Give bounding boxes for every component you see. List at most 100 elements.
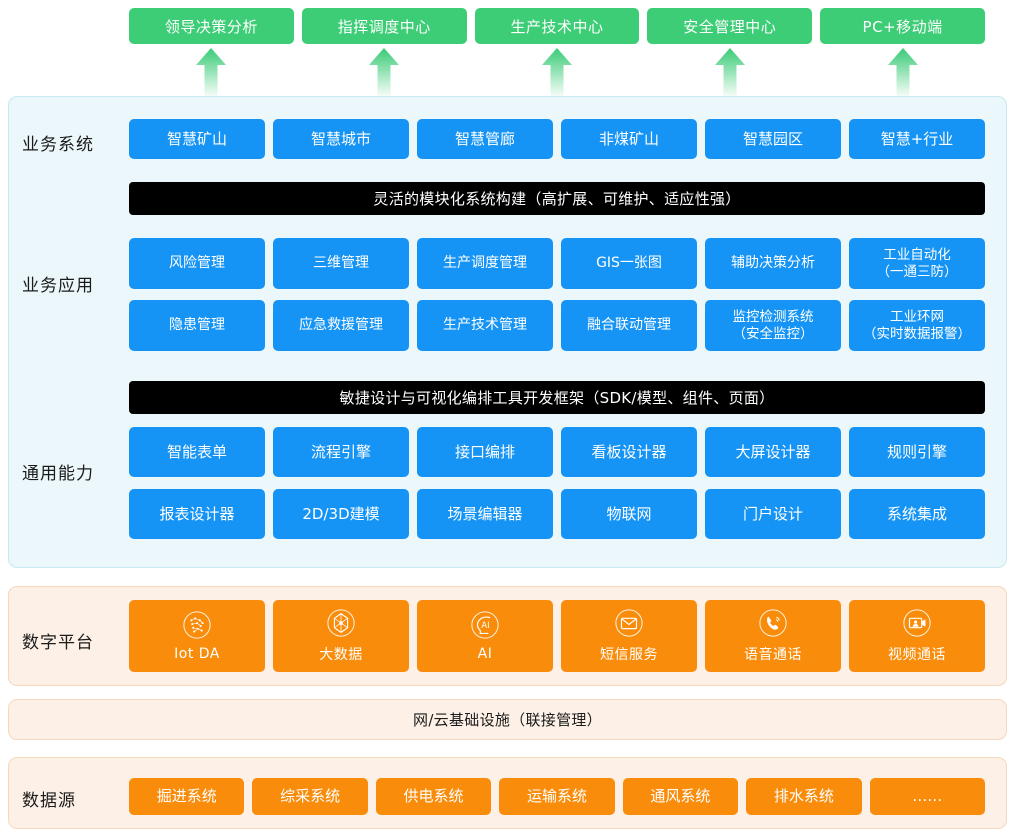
top-button-2[interactable]: 生产技术中心 <box>474 8 640 44</box>
digital-platform-label: Iot DA <box>174 646 220 662</box>
business-application-item-0[interactable]: 风险管理 <box>129 238 265 289</box>
digital-platform-item-video-call[interactable]: 视频通话 <box>849 600 985 672</box>
data-source-item-3[interactable]: 运输系统 <box>499 778 615 815</box>
digital-platform-label: 视频通话 <box>888 647 946 663</box>
polyhedron-bigdata-icon <box>327 609 355 637</box>
general-capability-row-2: 报表设计器 2D/3D建模 场景编辑器 物联网 门户设计 系统集成 <box>129 489 985 539</box>
data-source-item-0[interactable]: 掘进系统 <box>129 778 245 815</box>
up-arrow-icon <box>541 48 572 96</box>
row-label-digital-platform: 数字平台 <box>22 633 94 653</box>
business-application-item-10[interactable]: 监控检测系统 （安全监控） <box>705 300 841 351</box>
digital-platform-item-ai[interactable]: AI AI <box>417 600 553 672</box>
arrow-cell-3 <box>647 46 812 96</box>
cell-line-1: 应急救援管理 <box>299 316 383 333</box>
row-label-general-capability: 通用能力 <box>22 464 94 484</box>
business-application-item-5[interactable]: 工业自动化 （一通三防） <box>849 238 985 289</box>
top-consumer-buttons: 领导决策分析 指挥调度中心 生产技术中心 安全管理中心 PC+移动端 <box>129 8 985 44</box>
business-application-item-6[interactable]: 隐患管理 <box>129 300 265 351</box>
general-capability-item-10[interactable]: 门户设计 <box>705 489 841 539</box>
general-capability-item-7[interactable]: 2D/3D建模 <box>273 489 409 539</box>
arrow-cell-1 <box>302 46 467 96</box>
digital-platform-label: 大数据 <box>319 647 363 663</box>
up-arrow-icon <box>369 48 400 96</box>
top-button-1[interactable]: 指挥调度中心 <box>301 8 467 44</box>
business-system-item-3[interactable]: 非煤矿山 <box>561 119 697 159</box>
cell-line-1: 生产调度管理 <box>443 254 527 271</box>
data-source-item-4[interactable]: 通风系统 <box>622 778 739 815</box>
cell-line-2: （安全监控） <box>732 325 814 342</box>
general-capability-item-11[interactable]: 系统集成 <box>849 489 985 539</box>
digital-platform-label: 短信服务 <box>600 647 658 663</box>
data-source-item-2[interactable]: 供电系统 <box>375 778 492 815</box>
cell-line-2: （实时数据报警） <box>863 325 971 342</box>
svg-text:AI: AI <box>481 620 489 630</box>
framework-bar-agile-design: 敏捷设计与可视化编排工具开发框架（SDK/模型、组件、页面） <box>129 381 985 414</box>
upward-arrows-group <box>129 46 985 96</box>
row-label-business-application: 业务应用 <box>22 276 94 296</box>
network-infrastructure-panel: 网/云基础设施（联接管理） <box>8 699 1007 740</box>
top-button-4[interactable]: PC+移动端 <box>820 8 985 44</box>
up-arrow-icon <box>196 48 227 96</box>
general-capability-item-9[interactable]: 物联网 <box>561 489 697 539</box>
arrow-cell-4 <box>820 46 985 96</box>
envelope-icon <box>615 609 643 637</box>
digital-platform-item-iot-da[interactable]: Iot DA <box>129 600 265 672</box>
general-capability-item-0[interactable]: 智能表单 <box>129 427 265 477</box>
business-system-item-4[interactable]: 智慧园区 <box>705 119 841 159</box>
framework-bar-modular-system: 灵活的模块化系统构建（高扩展、可维护、适应性强） <box>129 182 985 215</box>
business-application-item-2[interactable]: 生产调度管理 <box>417 238 553 289</box>
business-system-item-2[interactable]: 智慧管廊 <box>417 119 553 159</box>
digital-platform-label: AI <box>477 646 493 662</box>
row-label-data-source: 数据源 <box>22 791 76 811</box>
business-system-item-0[interactable]: 智慧矿山 <box>129 119 265 159</box>
business-application-item-4[interactable]: 辅助决策分析 <box>705 238 841 289</box>
row-label-business-system: 业务系统 <box>22 135 94 155</box>
business-application-item-7[interactable]: 应急救援管理 <box>273 300 409 351</box>
cell-line-1: 三维管理 <box>313 254 369 271</box>
iot-network-icon <box>183 611 211 639</box>
data-source-item-1[interactable]: 综采系统 <box>252 778 368 815</box>
business-system-item-1[interactable]: 智慧城市 <box>273 119 409 159</box>
cell-line-1: 辅助决策分析 <box>731 254 815 271</box>
top-button-3[interactable]: 安全管理中心 <box>647 8 813 44</box>
general-capability-item-8[interactable]: 场景编辑器 <box>417 489 553 539</box>
business-system-row: 智慧矿山 智慧城市 智慧管廊 非煤矿山 智慧园区 智慧+行业 <box>129 119 985 159</box>
cell-line-1: GIS一张图 <box>596 254 662 271</box>
up-arrow-icon <box>887 48 918 96</box>
network-infrastructure-label: 网/云基础设施（联接管理） <box>413 711 602 729</box>
general-capability-item-1[interactable]: 流程引擎 <box>273 427 409 477</box>
cell-line-1: 监控检测系统 <box>732 309 814 326</box>
data-source-item-5[interactable]: 排水系统 <box>746 778 862 815</box>
cell-line-1: 融合联动管理 <box>587 316 671 333</box>
digital-platform-label: 语音通话 <box>744 647 802 663</box>
general-capability-item-4[interactable]: 大屏设计器 <box>705 427 841 477</box>
digital-platform-item-sms[interactable]: 短信服务 <box>561 600 697 672</box>
data-source-row: 掘进系统 综采系统 供电系统 运输系统 通风系统 排水系统 …… <box>129 778 985 815</box>
arrow-cell-2 <box>475 46 640 96</box>
general-capability-item-5[interactable]: 规则引擎 <box>849 427 985 477</box>
business-application-row-2: 隐患管理 应急救援管理 生产技术管理 融合联动管理 监控检测系统 （安全监控） … <box>129 300 985 351</box>
business-application-item-3[interactable]: GIS一张图 <box>561 238 697 289</box>
general-capability-item-6[interactable]: 报表设计器 <box>129 489 265 539</box>
business-system-item-5[interactable]: 智慧+行业 <box>849 119 985 159</box>
cell-line-2: （一通三防） <box>876 263 958 280</box>
general-capability-item-3[interactable]: 看板设计器 <box>561 427 697 477</box>
business-application-item-1[interactable]: 三维管理 <box>273 238 409 289</box>
cell-line-1: 风险管理 <box>169 254 225 271</box>
top-button-0[interactable]: 领导决策分析 <box>129 8 294 44</box>
cell-line-1: 工业自动化 <box>883 247 951 264</box>
digital-platform-row: Iot DA 大数据 AI AI 短 <box>129 600 985 672</box>
arrow-cell-0 <box>129 46 294 96</box>
general-capability-row-1: 智能表单 流程引擎 接口编排 看板设计器 大屏设计器 规则引擎 <box>129 427 985 477</box>
ai-head-icon: AI <box>471 611 499 639</box>
business-application-item-8[interactable]: 生产技术管理 <box>417 300 553 351</box>
digital-platform-item-big-data[interactable]: 大数据 <box>273 600 409 672</box>
business-application-item-11[interactable]: 工业环网 （实时数据报警） <box>849 300 985 351</box>
data-source-item-6[interactable]: …… <box>869 778 985 815</box>
general-capability-item-2[interactable]: 接口编排 <box>417 427 553 477</box>
cell-line-1: 工业环网 <box>890 309 944 326</box>
digital-platform-item-voice-call[interactable]: 语音通话 <box>705 600 841 672</box>
cell-line-1: 隐患管理 <box>169 316 225 333</box>
business-application-item-9[interactable]: 融合联动管理 <box>561 300 697 351</box>
